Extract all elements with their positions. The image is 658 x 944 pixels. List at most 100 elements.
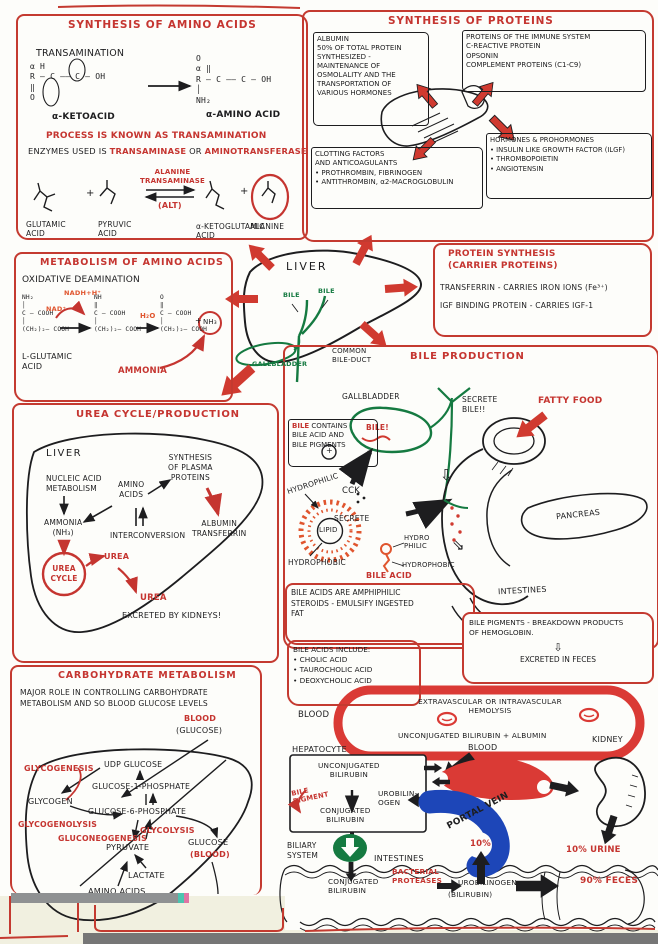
text-line: BILIRUBIN [326, 815, 365, 825]
h2o-label: H₂O [140, 312, 156, 320]
glutamate-structure: NH₂│C — COOH│(CH₂)₂— COOH [22, 294, 69, 334]
text-line: • THROMBOPOIETIN [490, 155, 559, 164]
text-line: ACID [98, 229, 118, 238]
text-line: α-KETOGLUTAMIC [196, 222, 265, 231]
text-line: MAINTENANCE OF [317, 61, 381, 70]
text-line: C — COOH [160, 310, 192, 318]
ketoacid-label: α-KETOACID [52, 112, 115, 122]
text-line: COMMON [332, 347, 367, 355]
kidney-label: KIDNEY [592, 735, 623, 744]
text-line: ‖ [30, 82, 36, 92]
text-line: BILE ACID AND [292, 431, 345, 440]
text-line: BILE PIGMENTS - BREAKDOWN PRODUCTS [469, 618, 624, 627]
plus-sign: + [240, 186, 249, 197]
g6p-node: GLUCOSE-6-PHOSPHATE [88, 807, 187, 816]
text-line: ‖ [94, 302, 98, 310]
text-line: AMMONIA [44, 518, 83, 527]
udp-glucose-node: UDP GLUCOSE [104, 760, 163, 769]
text-line: BILE ACIDS ARE AMPHIPHILIC [291, 588, 401, 597]
text-line: • ANGIOTENSIN [490, 164, 544, 173]
text-line: • ANTITHROMBIN, α2-MACROGLOBULIN [315, 178, 454, 187]
text-line: PROTEIN SYNTHESIS [448, 249, 556, 259]
flow-diag-arrow-icon: ⇘ [452, 536, 465, 554]
intestines2-label: INTESTINES [374, 853, 424, 863]
secrete-label: SECRETE [334, 514, 370, 523]
hepatocyte-label: HEPATOCYTE [292, 744, 347, 754]
text-line: STEROIDS - EMULSIFY INGESTED [291, 598, 414, 608]
aminoacid-label: α-AMINO ACID [206, 110, 281, 120]
blood-compartment-label: BLOOD [298, 710, 330, 720]
text-line: NH₂ [22, 294, 34, 301]
text-line: ‖ [160, 302, 164, 310]
text-line: BILIRUBIN [328, 886, 367, 896]
text-line: │ [22, 318, 26, 326]
cck-label: CCK [342, 486, 361, 496]
text-line: C — COOH [22, 310, 54, 318]
text-line: CLOTTING FACTORS [315, 150, 385, 158]
text-line: GLUTAMIC [26, 220, 66, 229]
bile-duct-label-right: BILE [318, 287, 335, 295]
text-line: METABOLISM [46, 483, 97, 493]
text-line: SYSTEM [287, 850, 319, 860]
text-line: HEMOLYSIS [468, 706, 512, 716]
scrollbar-artifact-teal [178, 893, 184, 903]
text-line: TRANSFERRIN [192, 528, 247, 538]
text-line: BILE PIGMENTS [292, 440, 346, 449]
text-line: BILE!! [462, 404, 486, 414]
amino-acids-node2: AMINO ACIDS [88, 886, 146, 896]
glucose-out-blood-label: (BLOOD) [190, 850, 230, 859]
text-line: AMINO [118, 480, 145, 489]
unconj-albumin-label: UNCONJUGATED BILIRUBIN + ALBUMIN [398, 731, 547, 740]
text-line: UNCONJUGATED [318, 761, 380, 770]
text-line: PROTEINS OF THE IMMUNE SYSTEM [466, 33, 591, 41]
glycogenolysis-label: GLYCOGENOLYSIS [18, 820, 98, 829]
text-line: FAT [291, 609, 304, 618]
molecule-hydrophobic-label: HYDROPHOBIC [402, 561, 455, 569]
lipid-label: LIPID [319, 526, 338, 534]
plus-stimulus: + [326, 446, 333, 455]
enzyme-transaminase: TRANSAMINASE [109, 146, 187, 156]
text-line: OPSONIN [466, 51, 499, 60]
text-line: NH [94, 294, 102, 301]
feces-label: 90% FECES [580, 876, 639, 886]
process-note: PROCESS IS KNOWN AS TRANSAMINATION [46, 131, 267, 141]
text-line: SYNTHESIS [168, 453, 213, 462]
ketoglutarate-structure: O‖C — COOH│(CH₂)₂— COOH [160, 294, 207, 334]
text-line: AND ANTICOAGULANTS [315, 159, 398, 168]
ammonia-label: AMMONIA [118, 366, 167, 376]
text-line: ACID [26, 229, 46, 238]
text-line: C-REACTIVE PROTEIN [466, 42, 541, 51]
text-line: METABOLISM AND SO BLOOD GLUCOSE LEVELS [20, 698, 208, 708]
bile-production-title: BILE PRODUCTION [410, 351, 525, 362]
text-line: • INSULIN LIKE GROWTH FACTOR (ILGF) [490, 145, 625, 154]
text-line: OGEN [378, 798, 401, 808]
transferrin-note: TRANSFERRIN - CARRIES IRON IONS (Fe³⁺) [440, 283, 608, 292]
glucose-out-node: GLUCOSE [188, 837, 229, 847]
urea-out-label: UREA [104, 552, 130, 561]
glycogenesis-label: GLYCOGENESIS [24, 764, 94, 773]
scrollbar-artifact-pink [184, 893, 189, 903]
text-line: EXTRAVASCULAR OR INTRAVASCULAR [418, 697, 562, 706]
text-line: SYNTHESIZED - [317, 52, 371, 61]
protein-synthesis-title: SYNTHESIS OF PROTEINS [388, 15, 554, 27]
carb-metabolism-title: CARBOHYDRATE METABOLISM [58, 670, 237, 681]
text-line: α ‖ [196, 64, 212, 74]
text-line: BILIRUBIN [329, 770, 368, 780]
urea-cycle-title: UREA CYCLE/PRODUCTION [76, 409, 240, 420]
text-line: │ [22, 302, 26, 310]
